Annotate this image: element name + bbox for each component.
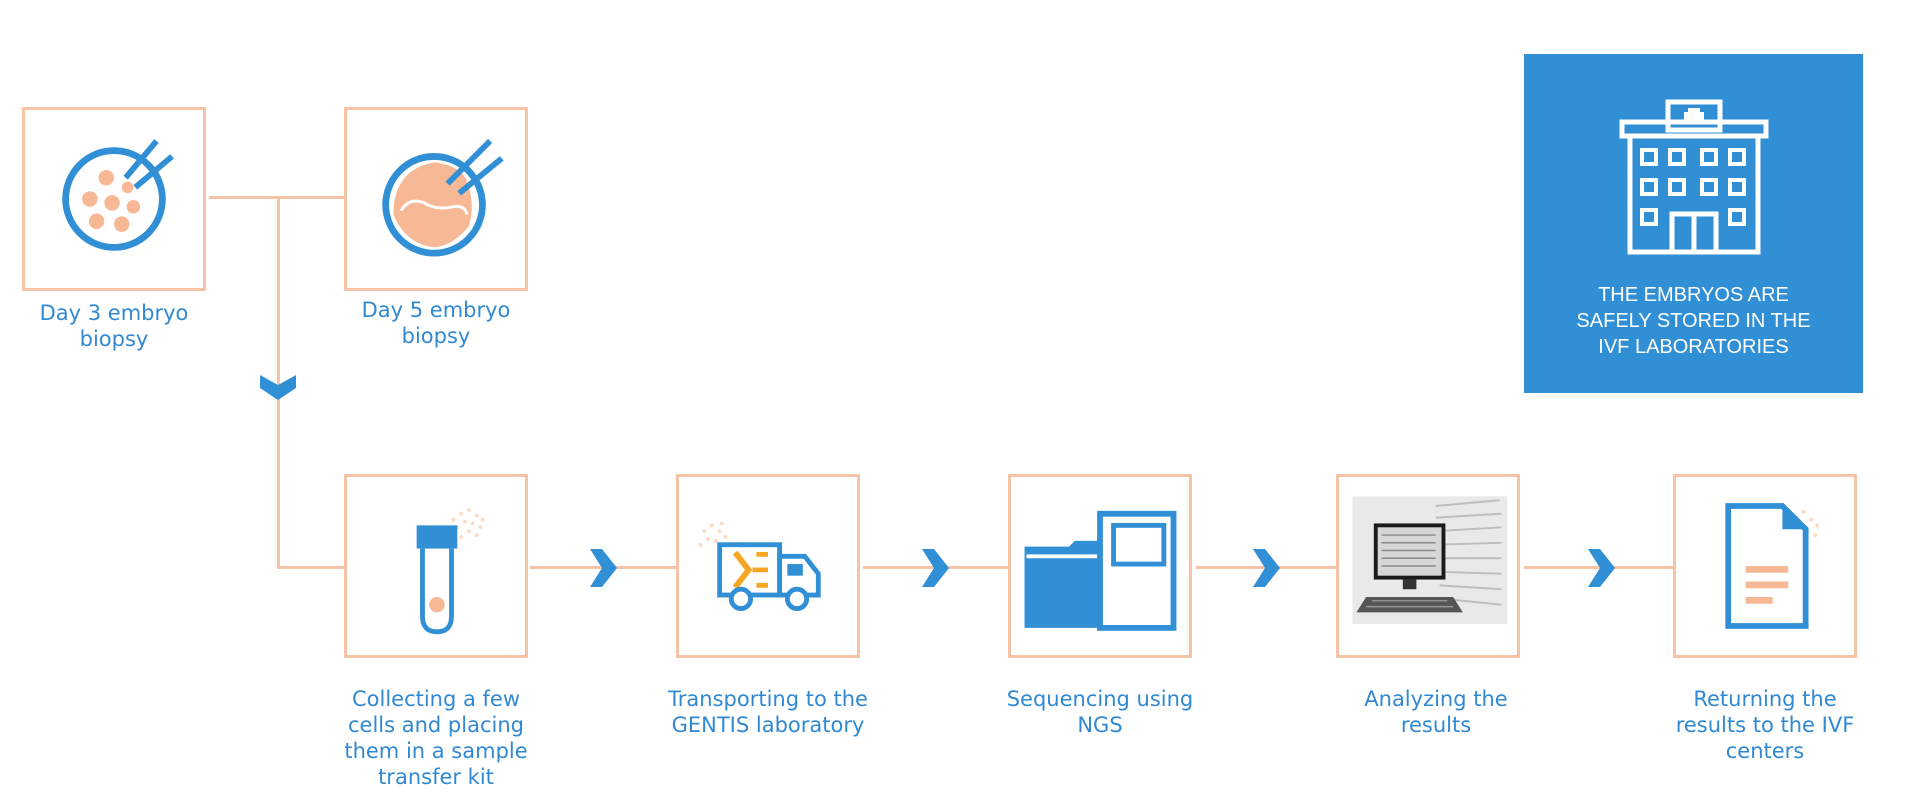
step-transporting-caption: Transporting to the GENTIS laboratory [668,687,868,737]
connector-vertical [277,197,280,569]
connector-to-step1 [277,566,344,569]
test-tube-icon [416,507,485,635]
step-collecting-caption: Collecting a few cells and placing them … [344,687,528,789]
step-collecting-box [344,474,528,658]
day5-caption: Day 5 embryo biopsy [361,298,511,348]
day3-embryo-icon [62,139,174,251]
chevron-down-icon [260,375,296,400]
computer-analysis-icon [1352,496,1508,625]
chevron-right-icon [1253,549,1280,587]
day5-embryo-icon [382,138,504,257]
chevron-right-icon [922,549,949,587]
day3-caption: Day 3 embryo biopsy [39,301,189,351]
day5-biopsy-box [344,107,528,291]
chevron-right-icon [1588,549,1615,587]
storage-panel-text: THE EMBRYOS ARE SAFELY STORED IN THE IVF… [1576,284,1811,358]
connector-step4-step5 [1524,566,1675,569]
embryo-storage-panel: THE EMBRYOS ARE SAFELY STORED IN THE IVF… [1524,54,1863,393]
delivery-truck-icon [698,521,821,611]
document-icon [1725,503,1820,629]
step-sequencing-box [1008,474,1192,658]
step-sequencing-caption: Sequencing using NGS [1006,687,1194,737]
step-transporting-box [676,474,860,658]
step-analyzing-caption: Analyzing the results [1364,687,1508,737]
sequencer-icon [1024,510,1177,631]
hospital-building-icon [1619,99,1769,255]
day3-biopsy-box [22,107,206,291]
chevron-right-icon [590,549,617,587]
step-returning-box [1673,474,1857,658]
step-returning-caption: Returning the results to the IVF centers [1675,687,1855,763]
step-analyzing-box [1336,474,1520,658]
